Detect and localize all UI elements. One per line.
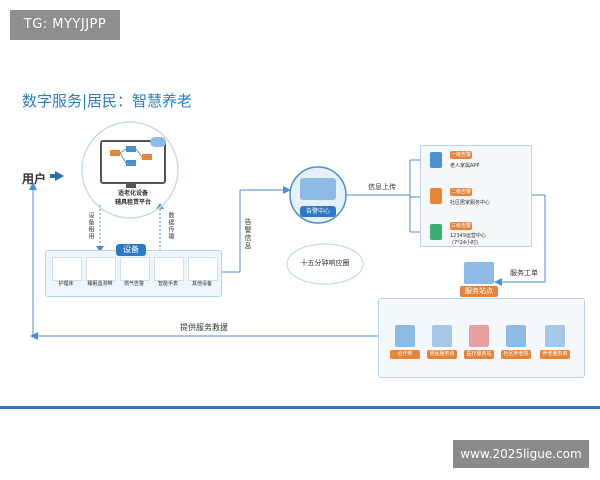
sleep-belt-icon	[86, 257, 116, 281]
page-title: 数字服务|居民：智慧养老	[22, 92, 193, 110]
partner-icon	[395, 325, 415, 347]
level-3-desc-hours: (7*24小时)	[452, 240, 478, 246]
smart-watch-icon	[154, 257, 184, 281]
device-label-4: 其他设备	[191, 281, 212, 287]
monitor-stand	[126, 182, 136, 188]
phone-icon	[430, 152, 442, 168]
rent-label: 设备租用	[87, 212, 94, 240]
watermark-tag: TG: MYYJJPP	[10, 10, 120, 40]
elderly-provider-icon	[545, 325, 565, 347]
platform-label: 适老化设备 辅具租赁平台	[98, 188, 168, 210]
bottom-divider	[0, 406, 600, 409]
upload-label: 信息上传	[368, 183, 396, 191]
level-1-desc: 老人家属APP	[450, 163, 480, 169]
rescue-label: 提供服务救援	[180, 323, 228, 332]
station-label-3: 社区养老院	[501, 350, 531, 359]
alarm-center-badge: 告警中心	[300, 206, 336, 217]
level-3-badge: 三级告警	[450, 222, 472, 230]
level-2-desc: 社区居家服务中心	[450, 200, 491, 206]
building-icon	[430, 188, 442, 204]
station-badge: 服务站点	[460, 286, 498, 297]
alarm-info-label: 告警信息	[244, 218, 252, 250]
arrow-right-icon	[50, 171, 64, 181]
watermark-url: www.2025ligue.com	[453, 440, 589, 468]
device-label-3: 智能手表	[157, 281, 178, 287]
device-label-2: 燃气告警	[123, 281, 144, 287]
gas-alarm-icon	[120, 257, 150, 281]
cloud-icon	[150, 137, 166, 147]
level-1-badge: 一级告警	[450, 151, 472, 159]
monitor-icon	[100, 140, 166, 184]
flowchart-icon	[110, 146, 152, 166]
service-point-icon	[432, 325, 452, 347]
platform-label-line1: 适老化设备	[117, 190, 148, 197]
nursing-home-icon	[506, 325, 526, 347]
station-label-2: 医疗服务站	[464, 350, 494, 359]
city-icon	[300, 178, 336, 200]
level-3-desc: 12349运营中心	[450, 233, 486, 239]
transfer-label: 数据传输	[167, 212, 174, 240]
operation-center-icon	[430, 224, 442, 240]
user-label: 用户	[22, 172, 47, 186]
medical-station-icon	[469, 325, 489, 347]
device-label-1: 睡眠监测带	[87, 281, 113, 287]
level-2-badge: 二级告警	[450, 188, 472, 196]
station-building-icon	[464, 262, 494, 284]
other-device-icon	[188, 257, 218, 281]
device-label-0: 护理床	[58, 281, 74, 287]
station-label-4: 养老服务商	[540, 350, 570, 359]
devices-badge: 设备	[116, 244, 146, 256]
station-label-0: 合作商	[390, 350, 420, 359]
work-order-label: 服务工单	[510, 269, 538, 277]
platform-label-line2: 辅具租赁平台	[114, 199, 151, 206]
response-circle-label: 十五分钟响应圈	[300, 259, 350, 267]
station-label-1: 便民服务点	[427, 350, 457, 359]
nursing-bed-icon	[52, 257, 82, 281]
